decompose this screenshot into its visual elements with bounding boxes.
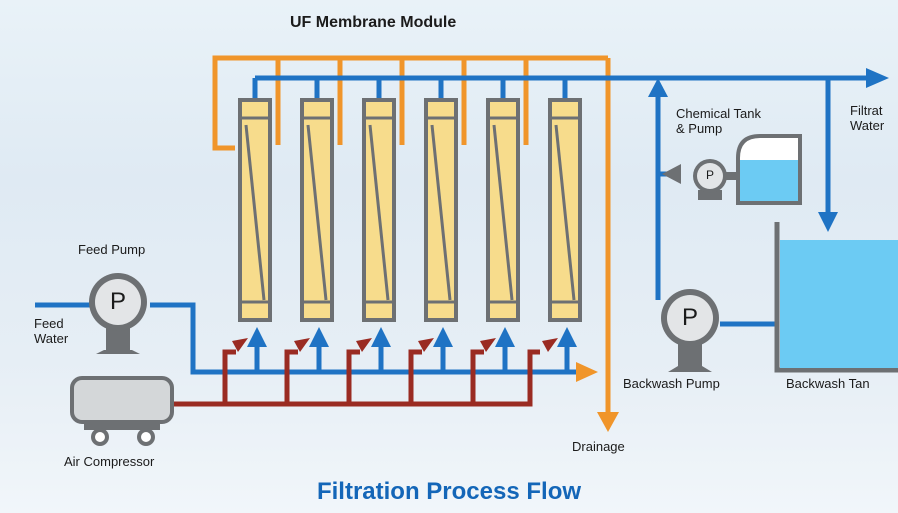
air-line	[172, 349, 540, 407]
footer-title: Filtration Process Flow	[316, 478, 582, 505]
tank-fill-arrow	[818, 212, 838, 232]
chemical-tank-label: Chemical Tank & Pump	[676, 106, 762, 136]
air-compressor-label: Air Compressor	[64, 454, 155, 469]
drain-manifold	[212, 55, 611, 415]
chemical-pump	[693, 159, 738, 200]
backwash-pump	[661, 289, 719, 372]
feed-pump	[89, 273, 147, 354]
chemical-tank	[736, 134, 802, 205]
air-inlet-arrows	[232, 338, 558, 352]
feed-water-label: Feed Water	[34, 316, 69, 346]
filtrate-water-label: Filtrat Water	[850, 103, 885, 133]
backwash-pump-symbol: P	[681, 304, 698, 331]
backwash-up-arrow	[648, 78, 668, 97]
feed-line-arrow	[576, 362, 598, 382]
membrane-module	[300, 98, 334, 322]
membrane-module	[362, 98, 396, 322]
air-compressor	[70, 376, 174, 446]
feed-line	[35, 302, 580, 375]
backwash-tank-label: Backwash Tan	[786, 376, 870, 391]
feed-inlet-arrows	[247, 327, 577, 347]
membrane-module	[486, 98, 520, 322]
backwash-tank	[774, 222, 898, 373]
filtrate-arrow	[866, 68, 889, 88]
backwash-pump-label: Backwash Pump	[623, 376, 720, 391]
filtrate-manifold	[252, 75, 870, 100]
drainage-arrow	[597, 412, 619, 432]
feed-pump-label: Feed Pump	[78, 242, 146, 257]
drainage-label: Drainage	[572, 439, 625, 454]
chemical-pump-symbol: P	[705, 168, 714, 182]
membrane-module	[238, 98, 272, 322]
chemical-dose-arrow	[662, 164, 681, 184]
membrane-module	[548, 98, 582, 322]
membrane-module	[424, 98, 458, 322]
membrane-modules	[238, 98, 582, 322]
diagram-title: UF Membrane Module	[290, 14, 457, 31]
feed-pump-symbol: P	[109, 288, 126, 315]
